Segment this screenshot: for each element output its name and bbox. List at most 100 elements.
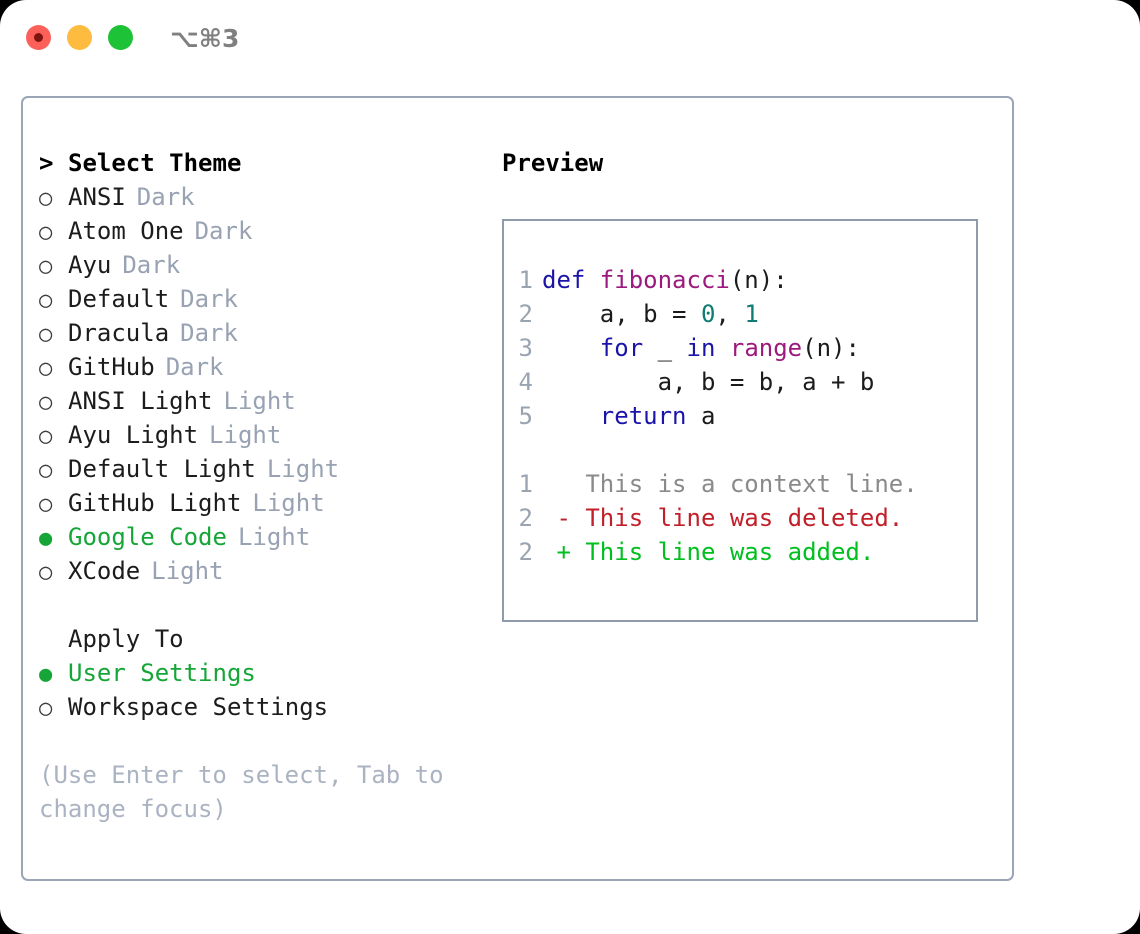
radio-selected-icon[interactable]: ● (39, 526, 53, 551)
page-title: Select Theme (68, 149, 242, 177)
theme-name: Atom One (68, 217, 184, 245)
code-token: range (729, 334, 803, 362)
apply-to-option[interactable]: ○ Workspace Settings (39, 690, 479, 724)
theme-name: Default (68, 285, 170, 313)
theme-name: ANSI Light (68, 387, 213, 415)
code-line: 4 a, b = b, a + b (504, 365, 976, 399)
code-token: + This line was added. (542, 538, 875, 566)
theme-list-item[interactable]: ○ Dracula Dark (39, 316, 479, 350)
theme-variant-tag: Light (266, 455, 340, 483)
code-token: in (686, 334, 716, 362)
apply-to-option-label: User Settings (68, 659, 256, 687)
theme-name: XCode (68, 557, 141, 585)
radio-unselected-icon[interactable]: ○ (39, 322, 53, 347)
diff-line: 2 - This line was deleted. (504, 501, 976, 535)
line-number: 2 (518, 538, 533, 566)
line-number: 4 (518, 368, 533, 396)
radio-unselected-icon[interactable]: ○ (39, 696, 53, 721)
theme-name: GitHub (68, 353, 155, 381)
radio-unselected-icon[interactable]: ○ (39, 458, 53, 483)
diff-line: 1 This is a context line. (504, 467, 976, 501)
title-bar: ⌥⌘3 (0, 0, 1140, 78)
code-token: 0 (700, 300, 716, 328)
theme-list-item[interactable]: ○ Ayu Light Light (39, 418, 479, 452)
theme-list-item[interactable]: ○ XCode Light (39, 554, 479, 588)
code-token: a (686, 402, 716, 430)
minimize-button[interactable] (67, 25, 92, 50)
theme-list-item[interactable]: ○ ANSI Light Light (39, 384, 479, 418)
theme-name: Ayu (68, 251, 112, 279)
code-token (542, 402, 600, 430)
close-button[interactable] (26, 25, 51, 50)
code-token: , (715, 300, 745, 328)
preview-title: Preview (502, 149, 604, 177)
radio-unselected-icon[interactable]: ○ (39, 424, 53, 449)
radio-unselected-icon[interactable]: ○ (39, 220, 53, 245)
theme-list-item[interactable]: ○ Ayu Dark (39, 248, 479, 282)
theme-list-item[interactable]: ○ ANSI Dark (39, 180, 479, 214)
theme-variant-tag: Dark (180, 285, 238, 313)
code-token (715, 334, 729, 362)
radio-unselected-icon[interactable]: ○ (39, 492, 53, 517)
prompt-caret-icon: > (39, 149, 54, 177)
theme-variant-tag: Light (151, 557, 224, 585)
code-token: (n): (729, 266, 788, 294)
theme-variant-tag: Light (209, 421, 282, 449)
radio-unselected-icon[interactable]: ○ (39, 390, 53, 415)
code-token: a, b = b, a + b (542, 368, 875, 396)
radio-unselected-icon[interactable]: ○ (39, 288, 53, 313)
code-token: _ (643, 334, 687, 362)
radio-selected-icon[interactable]: ● (39, 662, 53, 687)
keyboard-hint: (Use Enter to select, Tab to change focu… (39, 761, 444, 823)
code-token: (n): (802, 334, 860, 362)
apply-to-option-label: Workspace Settings (68, 693, 329, 721)
code-line-text: for _ in range(n): (542, 331, 860, 365)
theme-name: Dracula (68, 319, 170, 347)
code-token: for (599, 334, 644, 362)
apply-to-option[interactable]: ● User Settings (39, 656, 479, 690)
theme-variant-tag: Dark (194, 217, 253, 245)
theme-name: ANSI (68, 183, 126, 211)
radio-unselected-icon[interactable]: ○ (39, 356, 53, 381)
radio-unselected-icon[interactable]: ○ (39, 560, 53, 585)
code-line-text: a, b = b, a + b (542, 365, 875, 399)
theme-list-item[interactable]: ○ Atom One Dark (39, 214, 479, 248)
radio-unselected-icon[interactable]: ○ (39, 186, 53, 211)
code-line: 3 for _ in range(n): (504, 331, 976, 365)
line-number: 2 (518, 504, 533, 532)
theme-name: Ayu Light (68, 421, 199, 449)
theme-variant-tag: Light (223, 387, 296, 415)
apply-to-label: Apply To (68, 625, 184, 653)
radio-unselected-icon[interactable]: ○ (39, 254, 53, 279)
theme-list-item[interactable]: ○ Default Dark (39, 282, 479, 316)
code-line-text: return a (542, 399, 716, 433)
code-line: 2 a, b = 0, 1 (504, 297, 976, 331)
code-line: 5 return a (504, 399, 976, 433)
window-controls (26, 25, 133, 50)
zoom-button[interactable] (108, 25, 133, 50)
code-token: 1 (744, 300, 759, 328)
diff-sample: 1 This is a context line.2 - This line w… (504, 467, 976, 569)
keyboard-shortcut-label: ⌥⌘3 (170, 24, 240, 53)
theme-variant-tag: Dark (180, 319, 238, 347)
code-line-text: This is a context line. (542, 467, 918, 501)
theme-variant-tag: Dark (122, 251, 181, 279)
theme-name: Google Code (68, 523, 227, 551)
code-line-text: - This line was deleted. (542, 501, 903, 535)
theme-variant-tag: Light (252, 489, 325, 517)
line-number: 1 (518, 470, 533, 498)
code-token: This is a context line. (542, 470, 918, 498)
theme-variant-tag: Dark (136, 183, 195, 211)
